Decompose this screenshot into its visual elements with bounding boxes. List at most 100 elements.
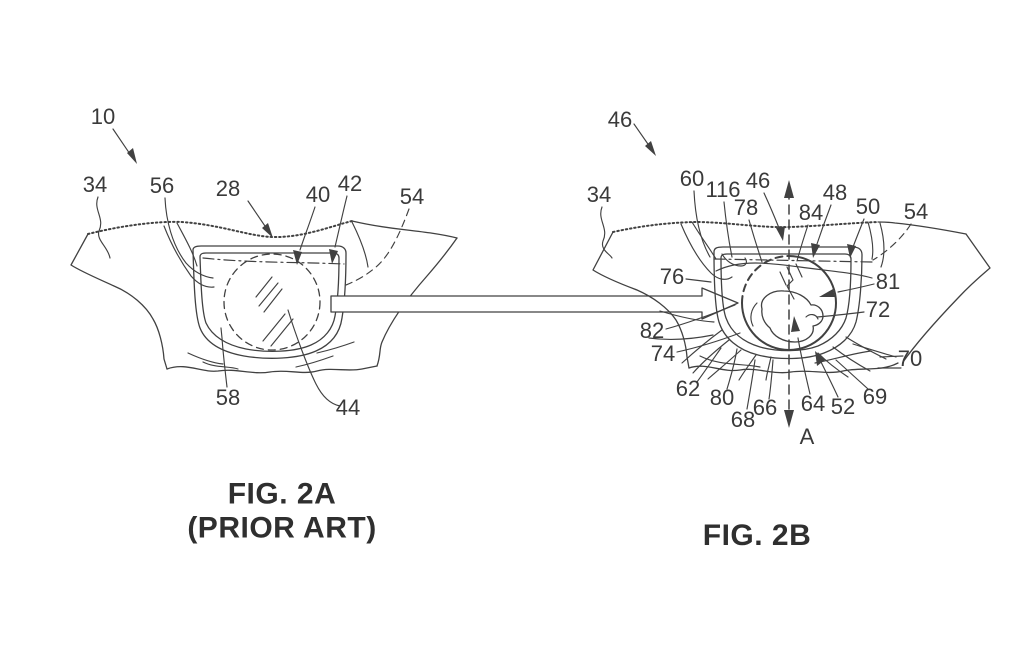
cowl-left-edge xyxy=(592,231,690,369)
leader-82 xyxy=(665,304,736,330)
fig2b-caption: FIG. 2B xyxy=(702,519,812,553)
ref-label-68: 68 xyxy=(730,407,756,432)
ref-label-54b: 54 xyxy=(903,199,929,224)
fig2a-caption-line1: FIG. 2A xyxy=(227,477,337,511)
ref-label-78: 78 xyxy=(733,195,759,220)
contour-line xyxy=(351,221,369,268)
cowl-top-edge xyxy=(87,220,353,239)
ref-label-80: 80 xyxy=(709,385,735,410)
hidden-edge-line xyxy=(713,258,873,263)
leader-28-arrowhead xyxy=(262,223,273,238)
leader-60 xyxy=(693,190,711,258)
crease-line xyxy=(681,329,723,364)
crease-line xyxy=(699,355,761,368)
leader-81 xyxy=(837,283,875,293)
leader-44 xyxy=(287,309,341,407)
ref-label-50: 50 xyxy=(855,194,881,219)
leader-84 xyxy=(796,224,809,262)
glass-hatch xyxy=(255,276,273,298)
leader-40-arrowhead xyxy=(293,250,302,265)
ref-label-116: 116 xyxy=(705,177,741,202)
cowl-top-edge xyxy=(612,221,879,233)
leader-74 xyxy=(676,332,741,353)
leader-52 xyxy=(820,361,839,398)
ref-label-66: 66 xyxy=(752,395,778,420)
ref-label-60: 60 xyxy=(679,166,705,191)
fig2a-drawing xyxy=(70,128,458,407)
glass-hatch xyxy=(786,266,795,300)
leader-42-arrowhead xyxy=(329,249,338,264)
leader-58 xyxy=(220,327,228,388)
ref-label-46: 46 xyxy=(745,168,771,193)
leader-48-arrowhead xyxy=(811,243,820,258)
ref-label-34b: 34 xyxy=(586,182,612,207)
channel-outer xyxy=(192,245,347,359)
leader-80 xyxy=(726,348,738,390)
crease-line xyxy=(648,334,714,341)
projector-blob xyxy=(760,290,824,343)
cowl-bottom-edge xyxy=(688,362,899,374)
leader-52-arrowhead xyxy=(815,351,825,366)
leader-50-arrowhead xyxy=(847,244,856,258)
leader-40 xyxy=(299,206,316,251)
leader-72 xyxy=(816,311,865,318)
crease-line xyxy=(707,349,742,380)
lamp-circle-dashed-arc xyxy=(741,255,790,304)
axis-arrowhead-down xyxy=(784,410,794,428)
crease-line xyxy=(738,354,757,381)
cowl-left-edge xyxy=(70,233,168,370)
ref-label-46-top: 46 xyxy=(607,107,633,132)
crease-line xyxy=(832,346,871,372)
leader-34 xyxy=(96,196,111,259)
contour-line xyxy=(176,222,198,267)
headlamp-dashed-circle xyxy=(223,253,321,351)
cowl-top-right-edge xyxy=(351,220,458,239)
ref-label-56: 56 xyxy=(149,173,175,198)
leader-76 xyxy=(685,278,712,283)
leader-78 xyxy=(748,219,763,263)
hidden-edge-line xyxy=(202,257,345,265)
ref-label-10: 10 xyxy=(90,104,116,129)
glass-hatch xyxy=(262,313,286,342)
contour-line xyxy=(879,222,885,268)
cowl-bottom-edge xyxy=(166,365,378,374)
leader-66 xyxy=(768,359,774,400)
contour-line xyxy=(187,352,224,365)
leader-50 xyxy=(852,218,865,248)
crease-line xyxy=(659,310,715,323)
leader-54 xyxy=(345,208,410,286)
contour-line xyxy=(202,361,239,370)
leader-48 xyxy=(816,204,832,245)
ref-label-48: 48 xyxy=(822,180,848,205)
crease-line xyxy=(845,336,887,360)
transition-arrow xyxy=(330,287,739,320)
contour-line xyxy=(316,341,355,354)
crease-line xyxy=(817,352,849,378)
pocket-line xyxy=(721,253,747,267)
leader-64-arrowhead xyxy=(791,316,800,332)
ref-label-72: 72 xyxy=(865,297,891,322)
leader-10-arrowhead xyxy=(127,148,137,164)
fig2a-caption-line2: (PRIOR ART) xyxy=(187,511,377,544)
leader-68 xyxy=(746,359,756,410)
ref-label-76: 76 xyxy=(659,264,685,289)
ref-label-42: 42 xyxy=(337,171,363,196)
cowl-top-right-edge xyxy=(877,221,967,235)
leader-81-arrowhead xyxy=(819,289,835,297)
projector-hook xyxy=(750,302,758,327)
ref-label-40: 40 xyxy=(305,182,331,207)
leader-56 xyxy=(164,197,214,279)
crease-line xyxy=(692,339,730,374)
contour-line xyxy=(163,225,215,288)
leader-42 xyxy=(334,195,348,248)
ref-label-74: 74 xyxy=(650,341,676,366)
cowl-right-edge xyxy=(902,233,991,363)
fig2a-caption: FIG. 2A (PRIOR ART) xyxy=(187,477,376,544)
ref-label-34: 34 xyxy=(82,172,108,197)
step-line xyxy=(879,355,904,358)
channel-inner xyxy=(199,252,340,352)
ref-label-62: 62 xyxy=(675,376,701,401)
ref-label-44: 44 xyxy=(335,395,361,420)
